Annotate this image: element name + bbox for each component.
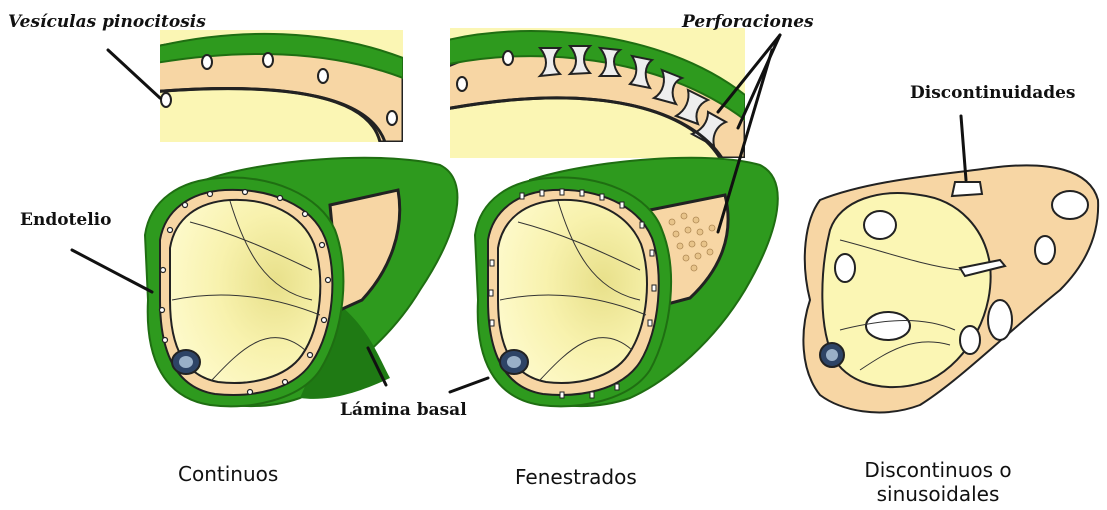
inset-fenestrated (440, 28, 745, 158)
caption-fenestrated: Fenestrados (515, 465, 637, 489)
endothelial-nucleus (172, 350, 200, 374)
vessel-continuous (145, 158, 457, 406)
vessel-discontinuous (803, 165, 1098, 412)
label-perforations: Perforaciones (682, 12, 814, 32)
vessel-fenestrated (475, 158, 778, 406)
endothelial-nucleus (500, 350, 528, 374)
label-discontinuities: Discontinuidades (910, 83, 1075, 103)
caption-continuous: Continuos (178, 462, 278, 486)
caption-discontinuous-line1: Discontinuos o (848, 458, 1028, 482)
label-basal-lamina: Lámina basal (340, 400, 467, 420)
inset-continuous (150, 30, 403, 142)
label-endothelium: Endotelio (20, 210, 111, 230)
label-pinocytosis-vesicles: Vesículas pinocitosis (8, 12, 206, 32)
caption-discontinuous: Discontinuos o sinusoidales (848, 458, 1028, 506)
caption-discontinuous-line2: sinusoidales (848, 482, 1028, 506)
endothelial-nucleus (820, 343, 844, 367)
